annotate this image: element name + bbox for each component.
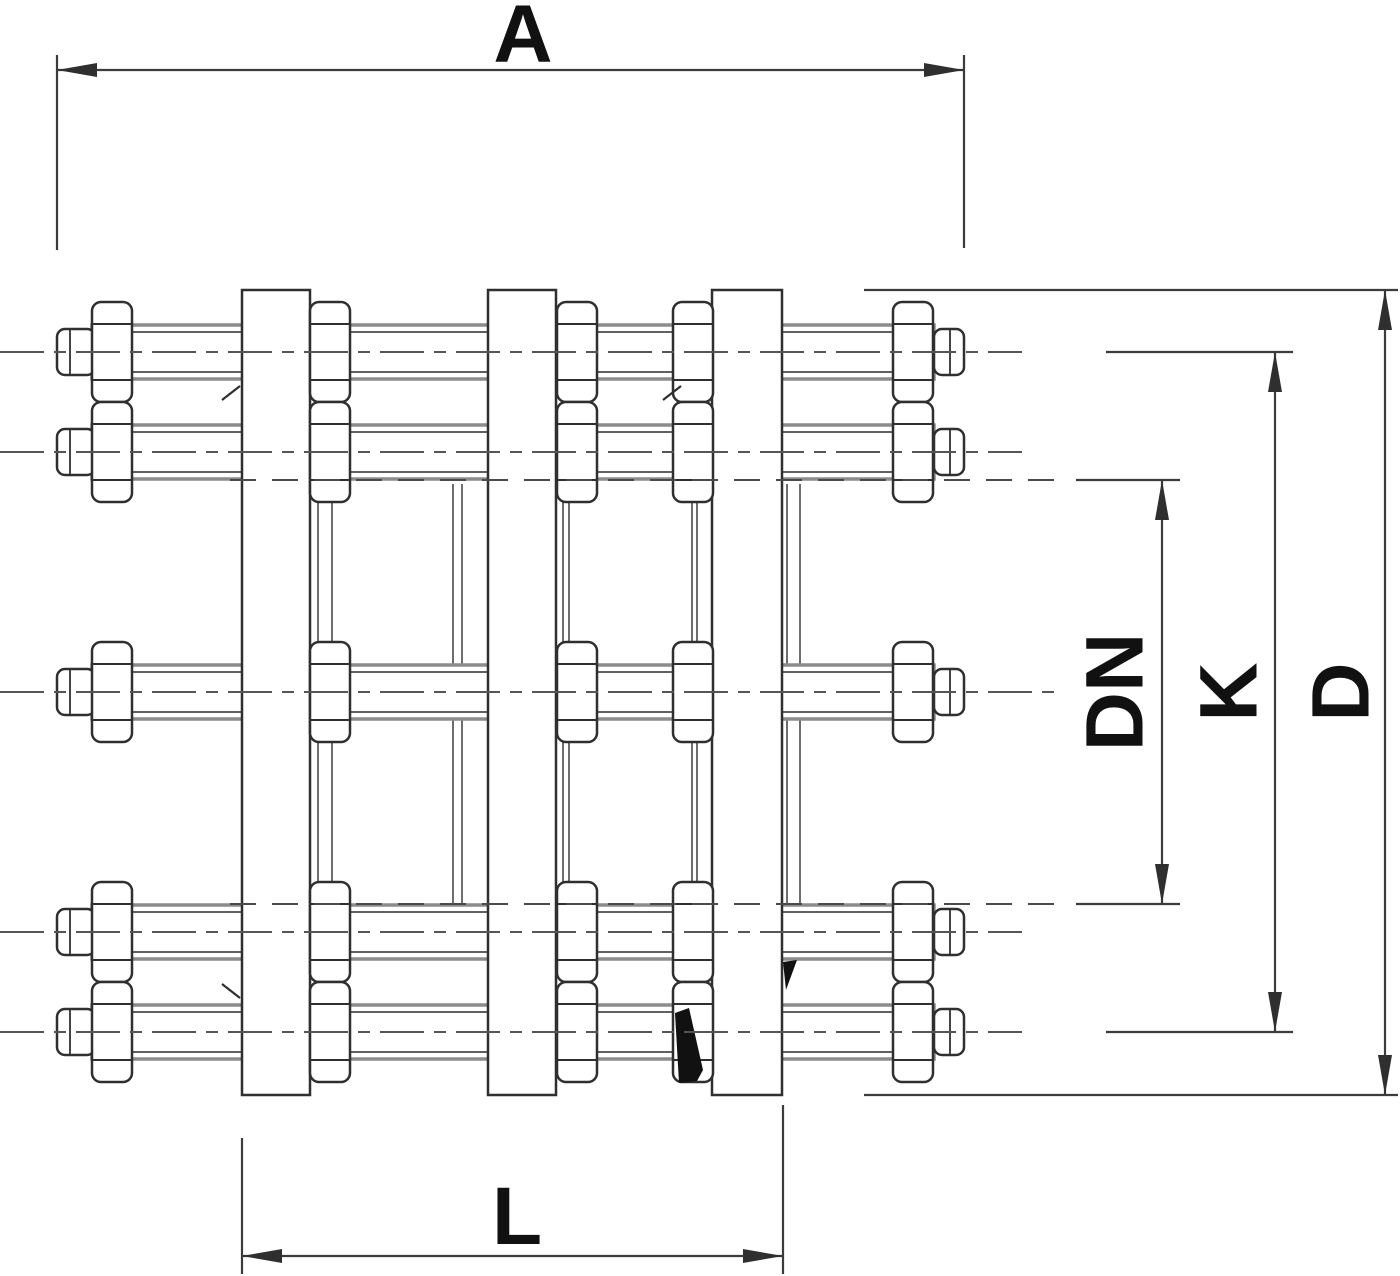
dimension-d-label: D	[1296, 662, 1387, 721]
arrowhead-right-icon	[924, 63, 964, 77]
arrowhead-up-icon	[1268, 352, 1282, 392]
arrowhead-right-icon	[743, 1249, 783, 1263]
dimension-k-label: K	[1184, 662, 1275, 721]
dimension-l-group	[240, 1105, 785, 1274]
dimension-l-label: L	[492, 1171, 542, 1262]
arrowhead-left-icon	[57, 63, 97, 77]
detail-marks	[221, 385, 797, 1083]
chamfer-wedge	[783, 960, 797, 990]
arrowhead-down-icon	[1155, 864, 1169, 904]
dimension-k-group	[1106, 350, 1293, 1034]
arrowhead-up-icon	[1378, 290, 1392, 330]
bolt-centerlines	[0, 351, 1060, 1033]
dimension-dn-group	[1076, 478, 1180, 906]
blacked-nut-wedge	[675, 1008, 703, 1083]
arrowhead-down-icon	[1268, 992, 1282, 1032]
dimension-a-group	[55, 55, 966, 250]
arrowhead-left-icon	[242, 1249, 282, 1263]
arrowhead-down-icon	[1378, 1055, 1392, 1095]
dimension-a-label: A	[493, 0, 552, 80]
dimension-dn-label: DN	[1070, 633, 1161, 751]
dimension-d-group	[864, 288, 1398, 1097]
arrowhead-up-icon	[1155, 480, 1169, 520]
pipe-bore-lines	[230, 479, 1068, 905]
